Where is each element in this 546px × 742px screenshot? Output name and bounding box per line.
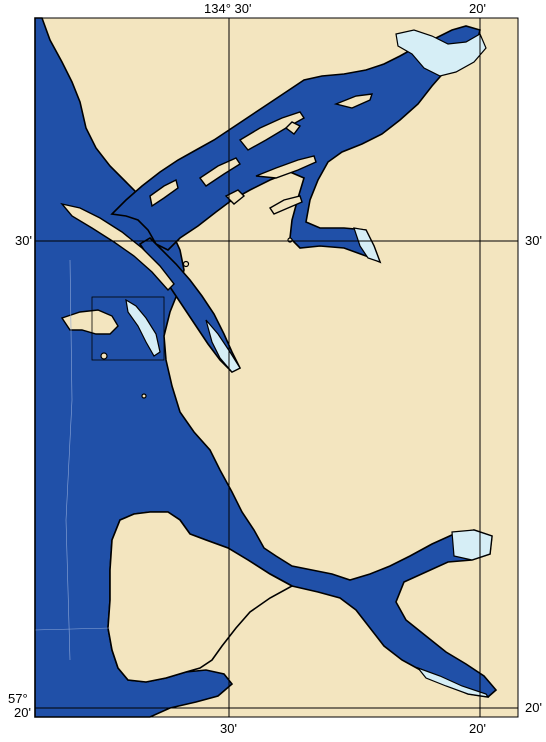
small-islets [100, 237, 293, 399]
islands-north [60, 93, 374, 292]
left-lat-label-bottom-deg: 57° [8, 691, 28, 706]
shallow-water-sw-arm [205, 319, 241, 373]
inlet-water-north [110, 25, 481, 264]
island-west-peninsula [60, 309, 119, 335]
graticule [35, 18, 518, 717]
right-lat-label-mid: 30' [525, 233, 542, 248]
left-lat-label-bottom-min: 20' [14, 705, 31, 720]
shallow-water-south-bay [416, 666, 490, 698]
map-frame [34, 17, 519, 718]
shallow-water-east-arm [353, 227, 382, 263]
faint-boundaries [34, 259, 111, 661]
shallow-water-north-channel [125, 298, 161, 357]
bottom-lon-label-1: 30' [220, 721, 237, 736]
right-lat-label-bottom: 20' [525, 700, 542, 715]
inset-box [91, 296, 165, 361]
top-lon-label-2: 20' [469, 1, 486, 16]
shallow-water-se-bay [451, 529, 493, 561]
bottom-lon-label-2: 20' [469, 721, 486, 736]
left-lat-label-mid: 30' [15, 233, 32, 248]
land-south-west [107, 511, 294, 683]
top-lon-label-1: 134° 30' [204, 1, 252, 16]
